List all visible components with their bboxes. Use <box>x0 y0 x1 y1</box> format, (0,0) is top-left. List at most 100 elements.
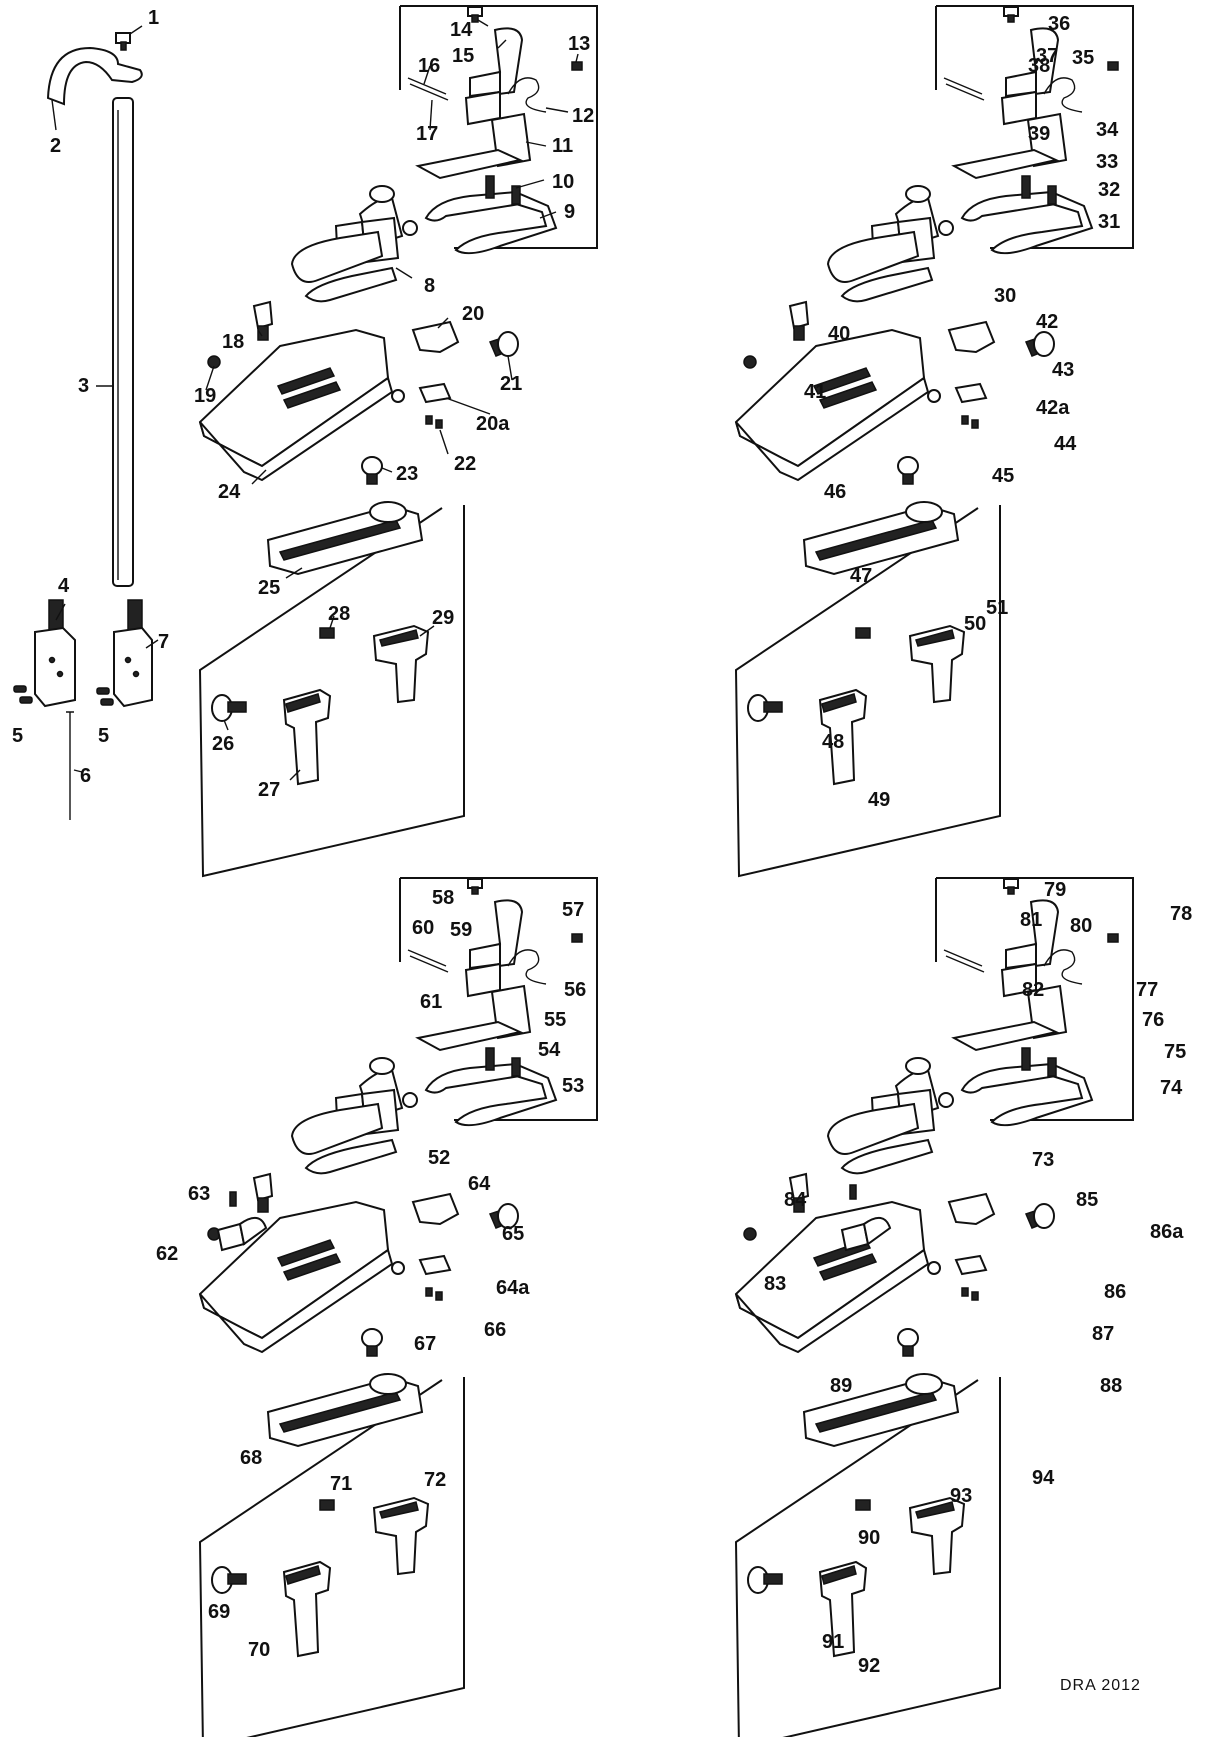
part-guide-62 <box>216 1191 268 1252</box>
part-thread-guide-4 <box>34 599 76 708</box>
callout-label: 53 <box>562 1075 584 1097</box>
callout-label: 70 <box>248 1639 270 1661</box>
leader-lines <box>51 19 579 781</box>
callout-label: 83 <box>764 1273 786 1295</box>
callout-label: 89 <box>830 1375 852 1397</box>
callout-label: 35 <box>1072 47 1094 69</box>
callout-label: 41 <box>804 381 826 403</box>
part-screw-1 <box>115 32 131 51</box>
callout-label: 68 <box>240 1447 262 1469</box>
callout-label: 3 <box>78 375 89 397</box>
callout-label: 43 <box>1052 359 1074 381</box>
callout-label: 75 <box>1164 1041 1186 1063</box>
callout-label: 39 <box>1028 123 1050 145</box>
callout-label: 22 <box>454 453 476 475</box>
needle-bar-assembly <box>13 32 153 820</box>
callout-label: 59 <box>450 919 472 941</box>
callout-label: 78 <box>1170 903 1192 925</box>
callout-label: 2 <box>50 135 61 157</box>
callout-label: 25 <box>258 577 280 599</box>
presser-foot-assembly-bl <box>199 877 598 1737</box>
callout-label: 84 <box>784 1189 807 1211</box>
callout-label: 64a <box>496 1277 530 1299</box>
callout-label: 56 <box>564 979 586 1001</box>
callout-label: 69 <box>208 1601 230 1623</box>
callout-label: 42 <box>1036 311 1058 333</box>
callout-label: 91 <box>822 1631 844 1653</box>
callout-label: 14 <box>450 19 473 41</box>
callout-label: 15 <box>452 45 474 67</box>
callout-label: 86a <box>1150 1221 1184 1243</box>
callout-label: 5 <box>12 725 23 747</box>
callout-label: 36 <box>1048 13 1070 35</box>
callout-label: 51 <box>986 597 1008 619</box>
callout-label: 28 <box>328 603 350 625</box>
callout-label: 90 <box>858 1527 880 1549</box>
callout-label: 32 <box>1098 179 1120 201</box>
callout-label: 23 <box>396 463 418 485</box>
callout-label: 1 <box>148 7 159 29</box>
callout-label: 62 <box>156 1243 178 1265</box>
callout-label: 77 <box>1136 979 1158 1001</box>
callout-label: 88 <box>1100 1375 1122 1397</box>
callout-label: 6 <box>80 765 91 787</box>
callout-label: 93 <box>950 1485 972 1507</box>
callout-label: 65 <box>502 1223 524 1245</box>
callout-label: 40 <box>828 323 850 345</box>
callout-label: 82 <box>1022 979 1044 1001</box>
callout-label: 26 <box>212 733 234 755</box>
presser-foot-assembly-tl <box>198 5 598 878</box>
callout-label: 95 <box>0 0 22 5</box>
callout-label: 34 <box>1096 119 1119 141</box>
part-screws-5 <box>13 685 114 706</box>
callout-label: 50 <box>964 613 986 635</box>
callout-label: 17 <box>416 123 438 145</box>
callout-label: 5 <box>98 725 109 747</box>
callout-label: 79 <box>1044 879 1066 901</box>
callout-label: 31 <box>1098 211 1120 233</box>
callout-label: 20 <box>462 303 484 325</box>
callout-label: 47 <box>850 565 872 587</box>
part-guide-84 <box>840 1184 892 1252</box>
callout-label: 4 <box>58 575 70 597</box>
callout-label: 20a <box>476 413 510 435</box>
part-thread-guide-7 <box>113 599 153 708</box>
callout-label: 49 <box>868 789 890 811</box>
callout-label: 44 <box>1054 433 1077 455</box>
callout-label: 11 <box>552 135 573 157</box>
callout-label: 37 <box>1036 45 1058 67</box>
callout-label: 74 <box>1160 1077 1183 1099</box>
callout-label: 27 <box>258 779 280 801</box>
callout-label: 21 <box>500 373 522 395</box>
callout-label: 46 <box>824 481 846 503</box>
callout-label: 48 <box>822 731 844 753</box>
callout-label: 81 <box>1020 909 1042 931</box>
callout-label: 63 <box>188 1183 210 1205</box>
callout-label: 94 <box>1032 1467 1055 1489</box>
callout-label: 87 <box>1092 1323 1114 1345</box>
callout-label: 10 <box>552 171 574 193</box>
part-needle-bar-3 <box>112 97 134 587</box>
callout-label: 8 <box>424 275 435 297</box>
callout-label: 57 <box>562 899 584 921</box>
callout-label: 60 <box>412 917 434 939</box>
callout-label: 76 <box>1142 1009 1164 1031</box>
part-clamp-2 <box>46 46 143 106</box>
callout-label: 38 <box>1028 55 1050 77</box>
part-needle-6 <box>66 711 74 820</box>
callout-label: 9 <box>564 201 575 223</box>
callout-label: 61 <box>420 991 442 1013</box>
callout-label: 64 <box>468 1173 491 1195</box>
callout-label: 73 <box>1032 1149 1054 1171</box>
callout-label: 86 <box>1104 1281 1126 1303</box>
watermark-text: DRA 2012 <box>1060 1677 1141 1694</box>
callout-label: 85 <box>1076 1189 1098 1211</box>
callout-label: 33 <box>1096 151 1118 173</box>
callout-label: 16 <box>418 55 440 77</box>
callout-label: 67 <box>414 1333 436 1355</box>
callout-label: 19 <box>194 385 216 407</box>
callout-label: 92 <box>858 1655 880 1677</box>
